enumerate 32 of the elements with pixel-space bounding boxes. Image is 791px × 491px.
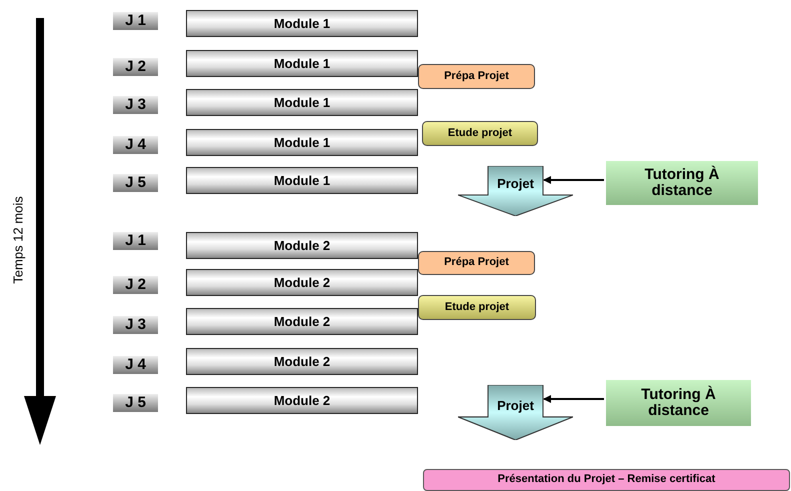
day-label: J 3 — [113, 316, 158, 334]
day-label: J 5 — [113, 174, 158, 192]
day-label: J 4 — [113, 136, 158, 154]
module-bar: Module 1 — [186, 129, 418, 156]
project-study-box: Etude projet — [422, 121, 538, 146]
day-label: J 5 — [113, 394, 158, 412]
tutoring-box: Tutoring À distance — [606, 380, 751, 426]
day-label: J 2 — [113, 276, 158, 294]
module-bar: Module 1 — [186, 89, 418, 116]
day-label: J 4 — [113, 356, 158, 374]
tutoring-box: Tutoring À distance — [606, 161, 758, 205]
project-prep-box: Prépa Projet — [418, 251, 535, 275]
module-bar: Module 2 — [186, 308, 418, 335]
module-bar: Module 1 — [186, 10, 418, 37]
module-bar: Module 1 — [186, 167, 418, 194]
project-block-shape: Projet — [458, 385, 573, 440]
project-prep-box: Prépa Projet — [418, 64, 535, 89]
project-block-shape: Projet — [458, 166, 573, 216]
day-label: J 3 — [113, 96, 158, 114]
day-label: J 2 — [113, 58, 158, 76]
module-bar: Module 2 — [186, 348, 418, 375]
axis-label: Temps 12 mois — [10, 196, 26, 284]
module-bar: Module 2 — [186, 387, 418, 414]
arrow — [543, 176, 604, 184]
presentation-box: Présentation du Projet – Remise certificat — [423, 469, 790, 491]
day-label: J 1 — [113, 232, 158, 250]
module-bar: Module 2 — [186, 232, 418, 259]
module-bar: Module 2 — [186, 269, 418, 296]
day-label: J 1 — [113, 12, 158, 30]
project-study-box: Etude projet — [418, 295, 536, 320]
module-bar: Module 1 — [186, 50, 418, 77]
arrow — [543, 395, 604, 403]
